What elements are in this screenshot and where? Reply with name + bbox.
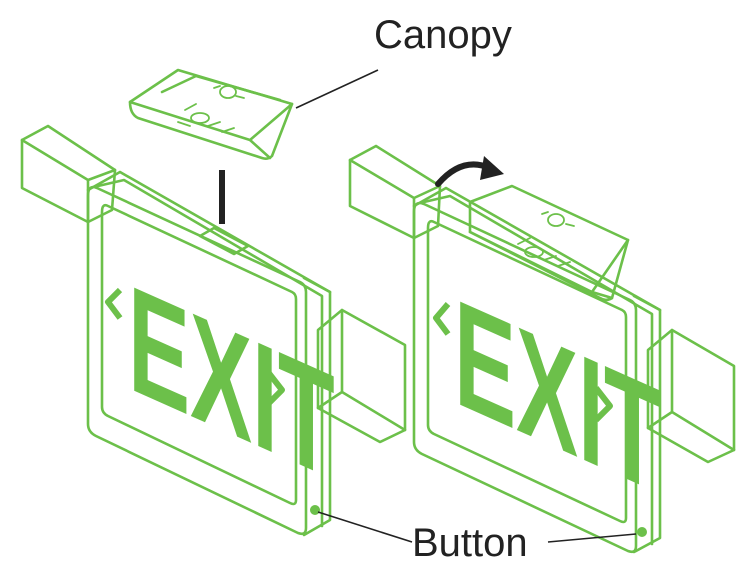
left-exit-unit: EXIT: [20, 124, 407, 537]
right-unit-chevron-right-icon: [593, 386, 613, 423]
canopy-part: [128, 68, 294, 160]
right-unit-exit-text: EXIT: [454, 267, 661, 526]
left-unit-lamp-head-left: [20, 124, 117, 224]
canopy-leader-line: [295, 69, 379, 109]
button-leader-line-right: [547, 533, 637, 543]
right-unit-button: [637, 527, 647, 537]
right-unit-chevron-left-icon: [433, 302, 451, 336]
right-unit-lamp-head-left: [348, 144, 442, 240]
right-unit-lamp-head-right: [646, 328, 736, 464]
left-unit-exit-legend: EXIT: [105, 253, 335, 513]
left-unit-front-face: [86, 185, 308, 536]
left-unit-chevron-left-icon: [105, 287, 123, 320]
button-label: Button: [412, 521, 528, 565]
right-unit-front-face: [412, 201, 638, 554]
left-unit-button: [310, 505, 320, 515]
button-leader-line-left: [317, 511, 413, 543]
right-unit-installed-canopy: [468, 184, 630, 302]
left-unit-top-slot: [198, 226, 250, 256]
left-unit-chevron-right-icon: [265, 370, 285, 407]
left-unit-lamp-head-right: [316, 308, 407, 444]
right-exit-unit: EXIT: [348, 144, 736, 554]
canopy-label: Canopy: [374, 13, 512, 57]
curved-arrow-icon: [435, 156, 504, 187]
